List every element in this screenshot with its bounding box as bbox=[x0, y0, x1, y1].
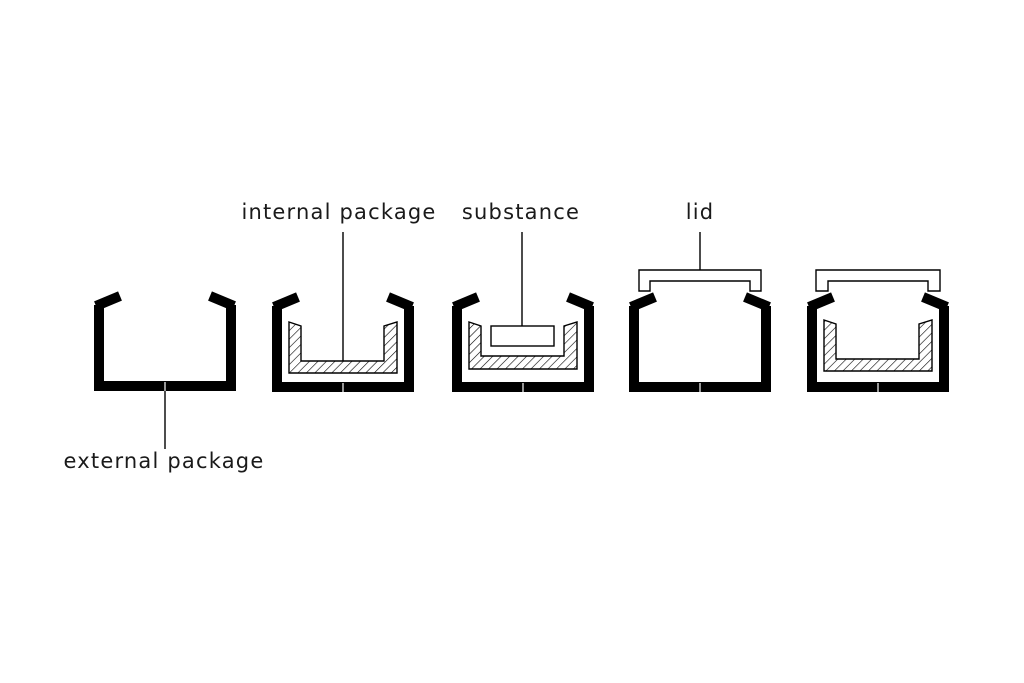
stage-5-right-lip bbox=[921, 292, 949, 312]
lid-shape bbox=[638, 269, 762, 292]
stage-4-left-lip bbox=[629, 292, 657, 312]
external-package-label: external package bbox=[64, 449, 265, 473]
substance-label: substance bbox=[462, 200, 580, 224]
stage-3-right-lip bbox=[566, 292, 594, 312]
internal-package-label: internal package bbox=[241, 200, 436, 224]
stage-5-internal-tray bbox=[823, 319, 933, 372]
stage-5-complete-assembly bbox=[807, 269, 949, 392]
stage-2-internal-package: internal package bbox=[241, 200, 436, 392]
stage-3-internal-tray bbox=[468, 321, 578, 370]
internal-package-tray bbox=[288, 321, 398, 374]
stage-2-left-lip bbox=[272, 292, 300, 312]
external-package-shell bbox=[94, 305, 236, 391]
stage-2-right-lip bbox=[386, 292, 414, 312]
stage-5-lid bbox=[815, 269, 941, 292]
stage-5-left-lip bbox=[807, 292, 835, 312]
stage-3-left-lip bbox=[452, 292, 480, 312]
substance-block bbox=[490, 325, 555, 347]
external-package-left-lip bbox=[94, 291, 122, 311]
stage-4-right-lip bbox=[743, 292, 771, 312]
stage-1-external-package: external package bbox=[64, 291, 265, 473]
stage-4-outer-shell bbox=[629, 306, 771, 392]
stage-4-lid: lid bbox=[629, 200, 771, 392]
external-package-right-lip bbox=[208, 291, 236, 311]
lid-label: lid bbox=[686, 200, 715, 224]
stage-3-substance: substance bbox=[452, 200, 594, 392]
